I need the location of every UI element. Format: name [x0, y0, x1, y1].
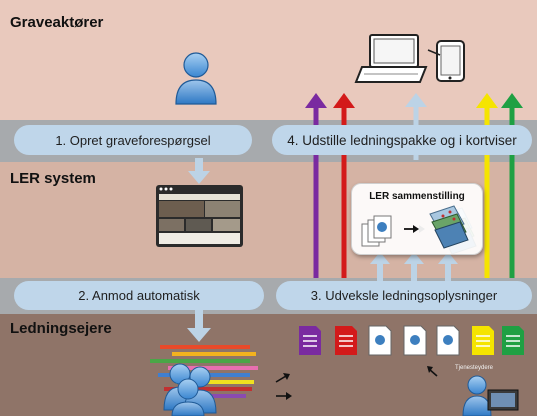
group-icon [163, 363, 217, 416]
file-icon-green [502, 326, 524, 355]
arrow-green [501, 93, 523, 278]
file-icon-purple [299, 326, 321, 355]
step-3-label: 3. Udveksle ledningsoplysninger [310, 288, 498, 303]
arrows-up-step3 [370, 252, 458, 282]
person-icon [175, 52, 217, 105]
service-provider-icon [462, 375, 519, 416]
section-title-ledningsejere: Ledningsejere [10, 320, 112, 337]
step-4-label: 4. Udstille ledningspakke og i kortviser [287, 132, 517, 148]
arrow-purple [305, 93, 327, 278]
file-icon-gml-3 [436, 325, 460, 356]
laptop-icon [354, 34, 428, 83]
step-1-pill: 1. Opret graveforespørgsel [14, 125, 252, 155]
tablet-icon [427, 40, 465, 82]
step-1-label: 1. Opret graveforespørgsel [55, 132, 211, 148]
step-3-pill: 3. Udveksle ledningsoplysninger [276, 281, 532, 310]
step-2-label: 2. Anmod automatisk [78, 288, 200, 303]
arrows-right-bottom [275, 366, 438, 400]
file-icon-gml-1 [368, 325, 392, 356]
file-icon-red [335, 326, 357, 355]
step-2-pill: 2. Anmod automatisk [14, 281, 264, 310]
file-icon-yellow [472, 326, 494, 355]
section-title-graveaktoerer: Graveaktører [10, 14, 104, 31]
step-4-pill: 4. Udstille ledningspakke og i kortviser [272, 125, 532, 155]
tjenesteydere-label: Tjenesteydere [455, 365, 494, 371]
arrow-down-step1 [188, 158, 210, 184]
ler-sammenstilling-title: LER sammenstilling [369, 191, 465, 202]
website-screenshot-icon [156, 185, 243, 247]
file-icon-gml-2 [403, 325, 427, 356]
ler-sammenstilling-box: LER sammenstilling [351, 183, 483, 255]
arrow-down-step2 [187, 310, 211, 342]
section-title-ler-system: LER system [10, 170, 96, 187]
